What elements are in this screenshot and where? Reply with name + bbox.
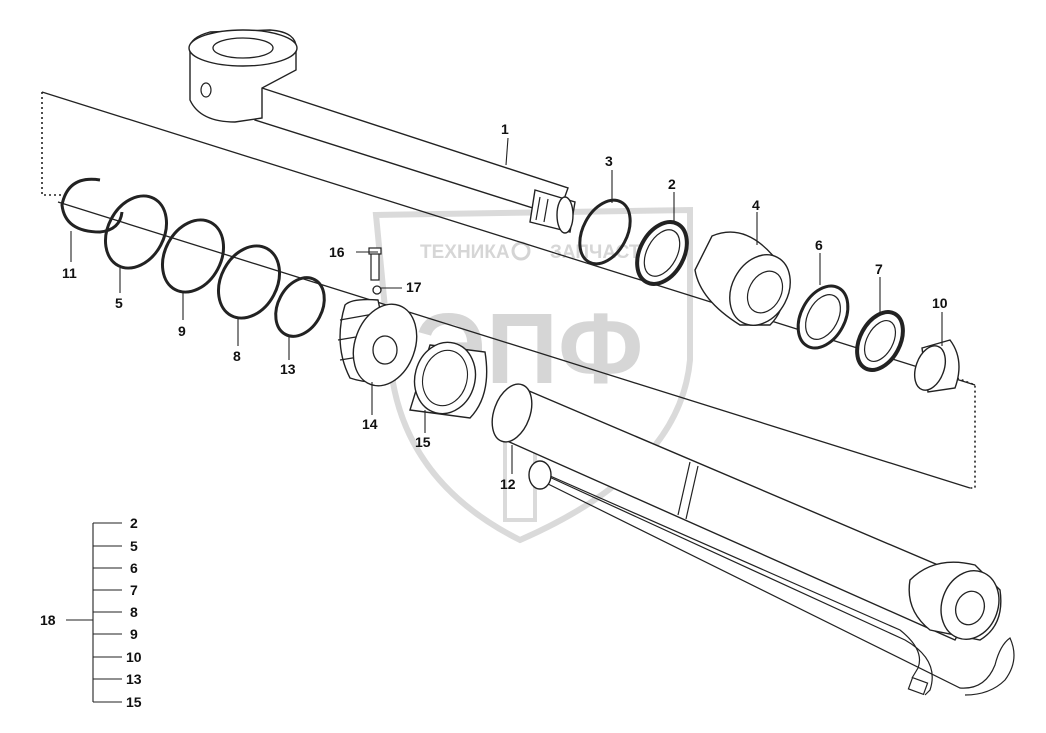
ring-13 — [274, 276, 326, 338]
kit-legend: 18 2 5 6 7 8 9 10 13 15 — [40, 515, 142, 710]
callout-4: 4 — [752, 197, 760, 213]
callout-7: 7 — [875, 261, 883, 277]
callout-9: 9 — [178, 323, 186, 339]
watermark-right-text: ЗАПЧАСТИ — [550, 242, 654, 263]
kit-item: 10 — [126, 649, 142, 665]
screw-16 — [368, 247, 382, 281]
seal-ring-2 — [635, 220, 689, 286]
cylinder-barrel-12 — [491, 383, 1015, 696]
callout-8: 8 — [233, 348, 241, 364]
guide-sleeve-15 — [409, 341, 488, 419]
callout-6: 6 — [815, 237, 823, 253]
kit-item: 2 — [130, 515, 138, 531]
watermark-left-text: ТЕХНИКА — [420, 242, 510, 263]
callout-16: 16 — [329, 244, 345, 260]
gear-icon — [511, 241, 531, 261]
callout-3: 3 — [605, 153, 613, 169]
callout-11: 11 — [62, 265, 77, 281]
callout-2: 2 — [668, 176, 676, 192]
gland-head-4 — [694, 231, 791, 326]
ring-5 — [104, 194, 168, 270]
rod-seal-7 — [855, 310, 905, 372]
kit-item: 13 — [126, 671, 142, 687]
callout-5: 5 — [115, 295, 123, 311]
ring-8 — [217, 244, 281, 320]
kit-item: 9 — [130, 626, 138, 642]
callout-1: 1 — [501, 121, 509, 137]
bushing-10 — [913, 339, 960, 393]
kit-item: 5 — [130, 538, 138, 554]
callout-10: 10 — [932, 295, 948, 311]
seal-ring-3 — [578, 198, 632, 266]
leader-lines — [70, 137, 943, 474]
snap-ring-11 — [60, 177, 124, 234]
piston-rod — [188, 29, 576, 234]
callout-labels: 1 3 2 4 6 7 10 11 5 9 8 13 14 15 12 16 1… — [62, 121, 948, 492]
callout-12: 12 — [500, 476, 516, 492]
piston-14 — [337, 298, 418, 387]
ball-17 — [372, 285, 382, 295]
wiper-ring-6 — [796, 284, 850, 350]
ring-9 — [161, 218, 225, 294]
kit-item: 6 — [130, 560, 138, 576]
callout-17: 17 — [406, 279, 422, 295]
kit-item: 8 — [130, 604, 138, 620]
kit-item: 15 — [126, 694, 142, 710]
callout-14: 14 — [362, 416, 378, 432]
callout-15: 15 — [415, 434, 431, 450]
kit-label: 18 — [40, 612, 56, 628]
kit-item: 7 — [130, 582, 138, 598]
callout-13: 13 — [280, 361, 296, 377]
